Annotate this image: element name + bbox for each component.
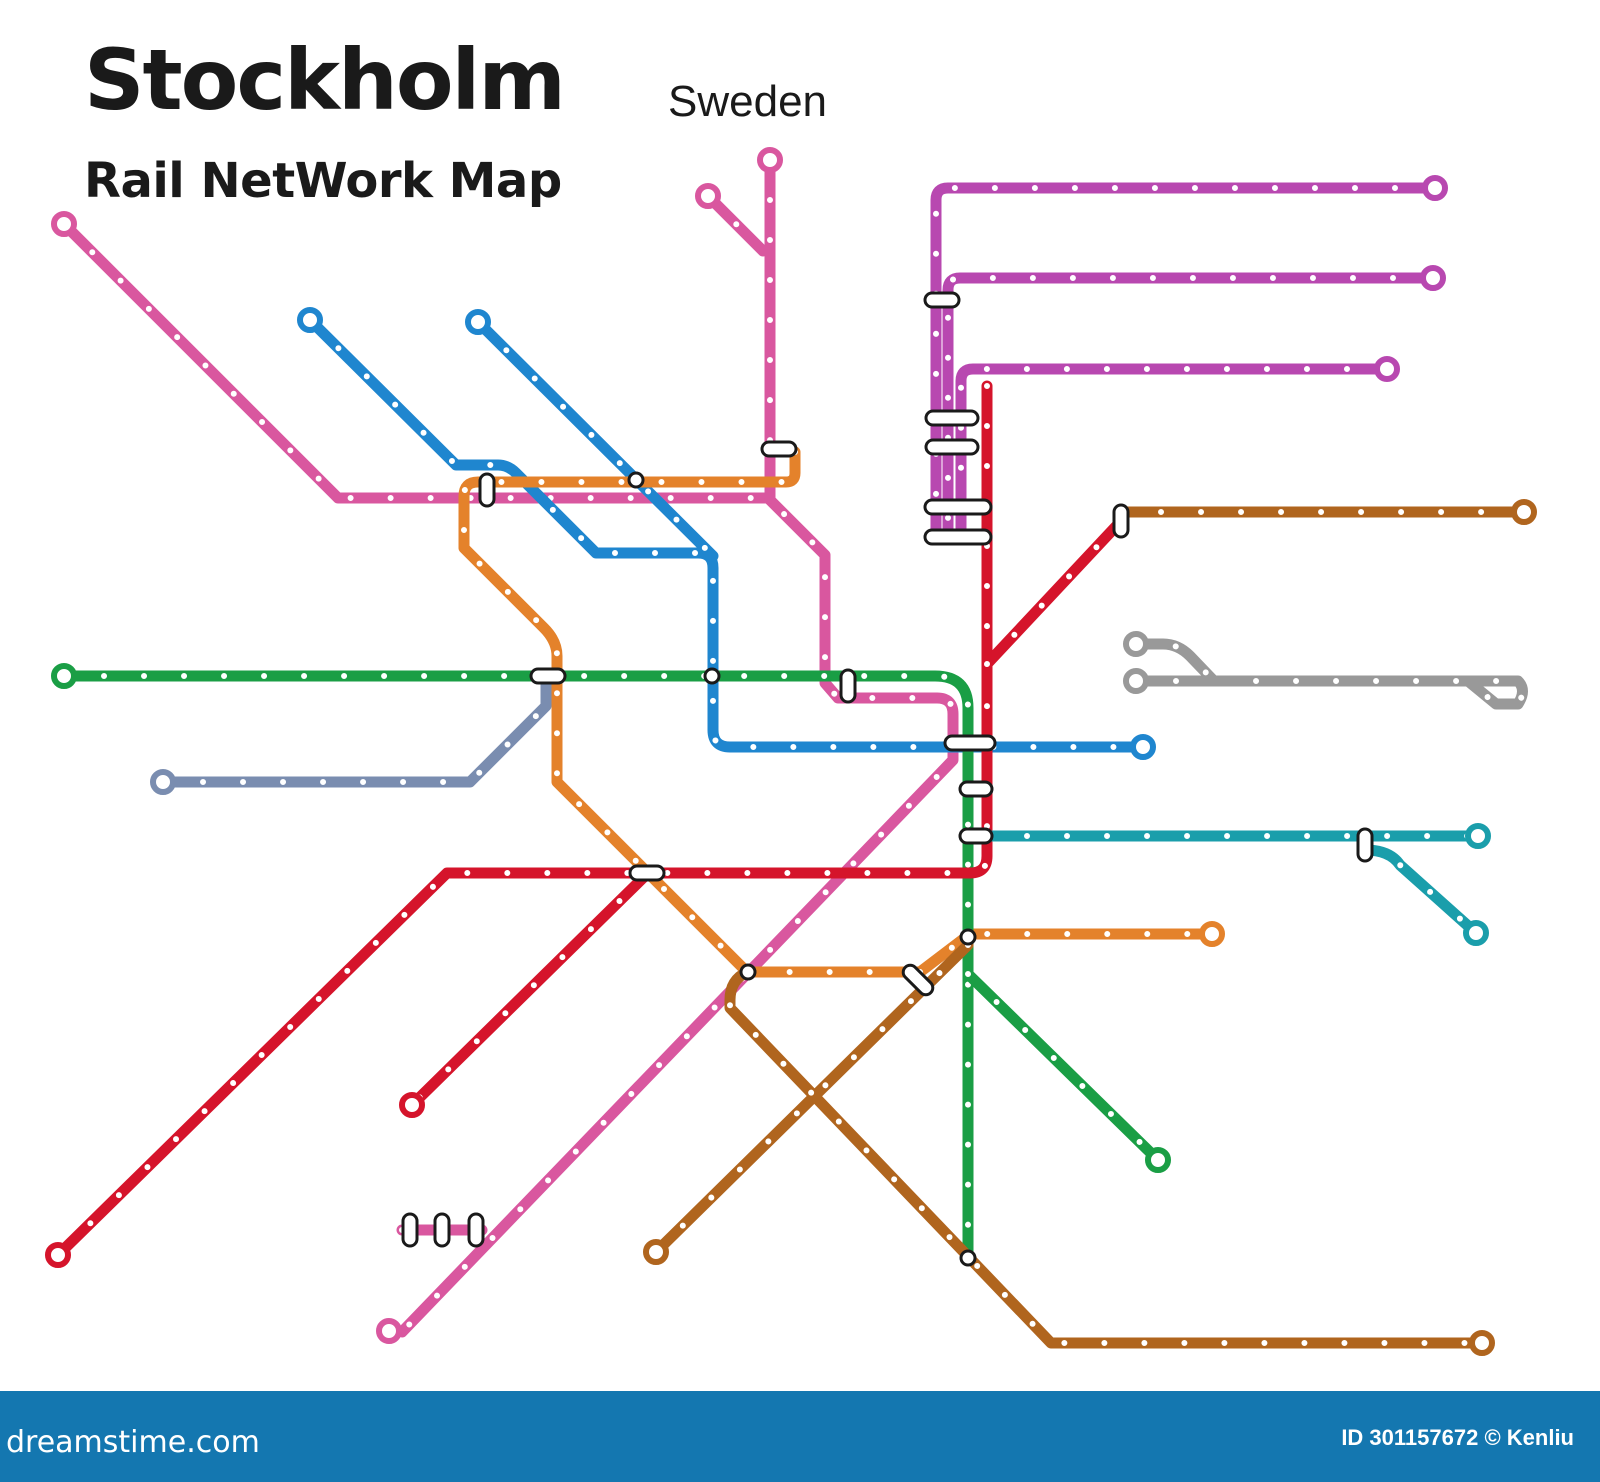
interchange-station[interactable] — [924, 409, 980, 427]
map-country: Sweden — [668, 77, 828, 126]
slate-line-stations — [160, 673, 549, 785]
pink-terminal-station[interactable] — [51, 211, 77, 237]
gray-line-branch-stations — [1133, 641, 1217, 684]
magenta-line-2 — [942, 272, 1439, 544]
pink-terminal-station[interactable] — [757, 147, 783, 173]
magenta-terminal-station[interactable] — [1422, 175, 1448, 201]
interchange-station[interactable] — [703, 667, 721, 685]
interchange-station[interactable] — [1356, 827, 1374, 863]
pink-line-north-stations — [705, 193, 766, 254]
magenta-line-3 — [955, 363, 1393, 544]
interchange-station[interactable] — [628, 864, 666, 882]
interchange-station[interactable] — [959, 1249, 977, 1267]
blue-line-1-stations — [307, 317, 1146, 750]
interchange-station[interactable] — [627, 471, 645, 489]
rail-network-map — [45, 147, 1537, 1356]
interchange-station[interactable] — [739, 963, 757, 981]
gray-terminal-station[interactable] — [1123, 631, 1149, 657]
interchange-station[interactable] — [401, 1212, 419, 1248]
interchange-station[interactable] — [478, 472, 496, 508]
slate-terminal-station[interactable] — [150, 769, 176, 795]
teal-line-branch-stations — [1362, 847, 1479, 936]
slate-line — [157, 670, 552, 788]
brown-line-southeast-stations — [727, 969, 1485, 1346]
interchange-station[interactable] — [1112, 503, 1130, 539]
orange-terminal-station[interactable] — [1199, 921, 1225, 947]
blue-terminal-station[interactable] — [465, 309, 491, 335]
gray-terminal-station[interactable] — [1123, 668, 1149, 694]
interchange-station[interactable] — [529, 667, 567, 685]
orange-line-north-stations — [461, 449, 923, 975]
magenta-line-1-stations — [933, 185, 1438, 541]
magenta-line-2-stations — [945, 275, 1436, 541]
brown-terminal-station[interactable] — [1511, 499, 1537, 525]
terminal-stations — [45, 147, 1537, 1356]
pink-terminal-station[interactable] — [376, 1318, 402, 1344]
red-line-southwest — [406, 867, 654, 1111]
magenta-terminal-station[interactable] — [1374, 356, 1400, 382]
interchange-station[interactable] — [760, 440, 798, 458]
interchange-station[interactable] — [467, 1212, 485, 1248]
gray-line — [1130, 675, 1528, 710]
brown-line-southeast — [724, 966, 1488, 1349]
red-line-northeast — [981, 515, 1127, 670]
red-terminal-station[interactable] — [399, 1092, 425, 1118]
footer-image-id: ID 301157672 © Kenliu — [1341, 1425, 1574, 1450]
interchange-station[interactable] — [839, 668, 857, 704]
interchange-station[interactable] — [958, 827, 994, 845]
green-terminal-station[interactable] — [1145, 1147, 1171, 1173]
brown-terminal-station[interactable] — [1469, 1330, 1495, 1356]
interchange-stations — [401, 291, 1374, 1267]
interchange-station[interactable] — [433, 1212, 451, 1248]
green-line-west — [58, 670, 974, 1266]
rail-lines — [52, 154, 1530, 1349]
footer-bar: dreamstime.com ID 301157672 © Kenliu — [0, 1391, 1600, 1482]
interchange-station[interactable] — [923, 498, 993, 516]
blue-line-1 — [304, 314, 1149, 753]
blue-line-2 — [472, 316, 719, 562]
interchange-station[interactable] — [923, 528, 993, 546]
brown-terminal-station[interactable] — [643, 1239, 669, 1265]
magenta-line-1 — [930, 182, 1441, 544]
interchange-station[interactable] — [924, 438, 980, 456]
interchange-station[interactable] — [943, 734, 997, 752]
red-line-north — [52, 380, 993, 1261]
magenta-terminal-station[interactable] — [1420, 265, 1446, 291]
interchange-station[interactable] — [959, 928, 977, 946]
pink-line-northwest — [58, 218, 959, 1338]
teal-terminal-station[interactable] — [1465, 823, 1491, 849]
pink-terminal-station[interactable] — [695, 183, 721, 209]
blue-terminal-station[interactable] — [1130, 734, 1156, 760]
red-terminal-station[interactable] — [45, 1242, 71, 1268]
interchange-station[interactable] — [958, 780, 994, 798]
green-line-southeast — [962, 968, 1164, 1166]
blue-terminal-station[interactable] — [297, 307, 323, 333]
interchange-station[interactable] — [900, 962, 935, 997]
interchange-station[interactable] — [923, 291, 961, 309]
map-subtitle: Rail NetWork Map — [84, 153, 562, 209]
teal-terminal-station[interactable] — [1463, 920, 1489, 946]
map-title: Stockholm — [84, 31, 566, 129]
footer-brand[interactable]: dreamstime.com — [6, 1425, 260, 1460]
green-terminal-station[interactable] — [51, 663, 77, 689]
